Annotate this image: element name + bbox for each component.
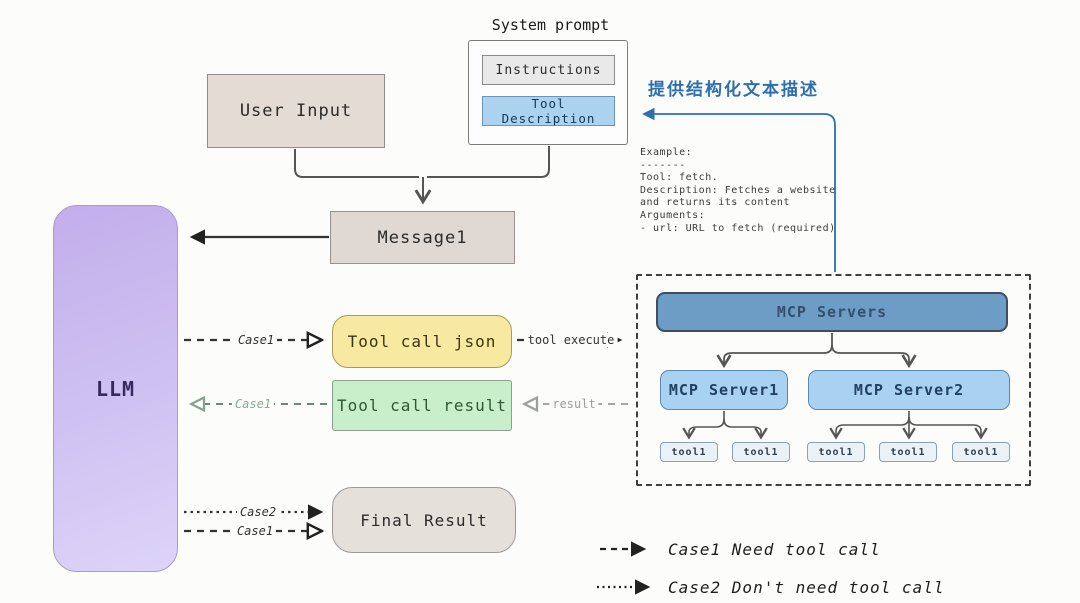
instructions-box: Instructions (482, 55, 615, 85)
edge-label-case2-final: Case2 (236, 505, 280, 519)
example-text-block: Example: ------- Tool: fetch. Descriptio… (640, 147, 836, 234)
message1-box: Message1 (330, 211, 515, 264)
tool-call-json-box: Tool call json (332, 315, 512, 368)
legend-case2-label: Case2 Don't need tool call (668, 578, 945, 597)
structured-text-annotation: 提供结构化文本描述 (648, 80, 819, 100)
llm-box: LLM (53, 205, 178, 572)
edge-label-tool-execute: tool execute (524, 333, 618, 347)
edge-label-case1-json: Case1 (234, 333, 278, 347)
legend-case1-label: Case1 Need tool call (668, 540, 881, 559)
tool-chip: tool1 (660, 442, 718, 462)
final-result-box: Final Result (332, 487, 516, 553)
mcp-server1-box: MCP Server1 (660, 370, 788, 410)
edge-label-result: result (549, 397, 599, 411)
edge-label-case1-final: Case1 (233, 524, 277, 538)
mcp-server2-box: MCP Server2 (808, 370, 1010, 410)
edge-label-case1-result: Case1 (231, 397, 275, 411)
tool-description-box: Tool Description (482, 96, 615, 126)
mcp-dashed-container (636, 274, 1031, 486)
mcp-servers-box: MCP Servers (656, 292, 1008, 332)
tool-call-result-box: Tool call result (332, 380, 512, 431)
tool-chip: tool1 (732, 442, 790, 462)
tool-chip: tool1 (807, 442, 865, 462)
user-input-box: User Input (207, 74, 385, 148)
tool-chip: tool1 (879, 442, 937, 462)
tool-chip: tool1 (952, 442, 1010, 462)
system-prompt-title: System prompt (491, 16, 610, 34)
